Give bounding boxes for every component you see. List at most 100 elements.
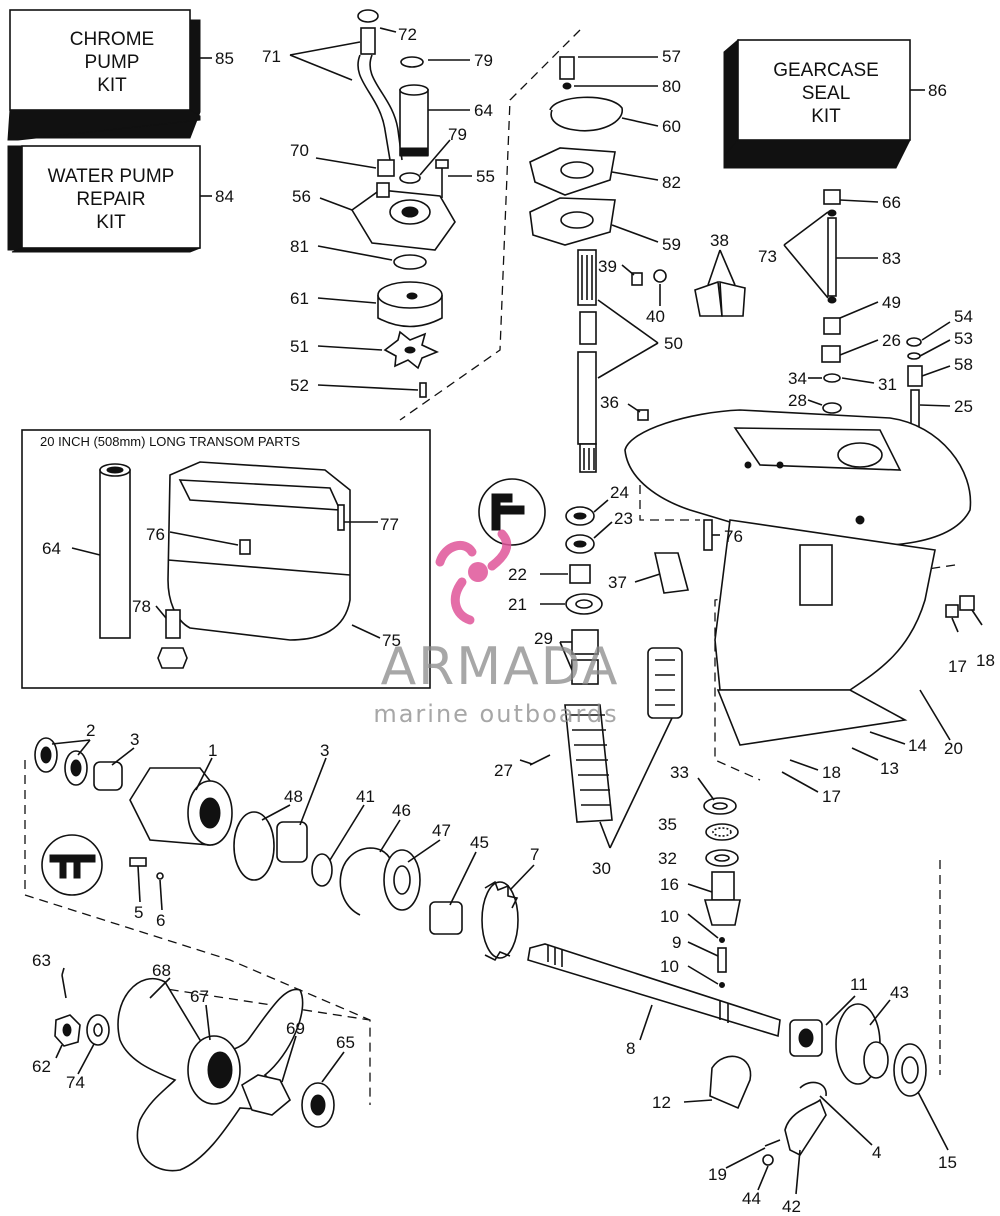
chrome-pump-kit-line-3: KIT <box>97 75 127 96</box>
part-number-label: 15 <box>938 1153 957 1172</box>
part-number-label: 69 <box>286 1019 305 1038</box>
part-number-label: 60 <box>662 117 681 136</box>
part-number-label: 34 <box>788 369 807 388</box>
part-number-label: 59 <box>662 235 681 254</box>
part-number-label: 10 <box>660 907 679 926</box>
driveshaft-parts <box>529 56 746 473</box>
part-number-label: 78 <box>132 597 151 616</box>
part-number-label: 83 <box>882 249 901 268</box>
part-number-label: 62 <box>32 1057 51 1076</box>
part-number-label: 18 <box>822 763 841 782</box>
part-number-label: 6 <box>156 911 165 930</box>
part-number-label: 38 <box>710 231 729 250</box>
center-bearing-parts <box>478 478 975 685</box>
part-number-label: 18 <box>976 651 995 670</box>
part-number-label: 21 <box>508 595 527 614</box>
part-number-label: 47 <box>432 821 451 840</box>
part-number-label: 22 <box>508 565 527 584</box>
part-number-label: 53 <box>954 329 973 348</box>
part-number-label: 29 <box>534 629 553 648</box>
kit-box-water-pump-repair: WATER PUMP REPAIR KIT 84 <box>7 145 234 253</box>
propeller-parts <box>54 974 335 1172</box>
chrome-pump-kit-line-2: PUMP <box>85 52 140 73</box>
kit-box-chrome-pump: CHROME PUMP KIT 85 <box>7 9 234 141</box>
part-number-label: 72 <box>398 25 417 44</box>
gearcase-kit-line-3: KIT <box>811 106 841 127</box>
part-number-label: 37 <box>608 573 627 592</box>
part-number-label: 66 <box>882 193 901 212</box>
gearcase-kit-line-2: SEAL <box>802 83 851 104</box>
part-number-label: 61 <box>290 289 309 308</box>
water-pump-kit-line-1: WATER PUMP <box>48 166 175 187</box>
propshaft-parts <box>34 737 927 1166</box>
part-number-labels: 72 71 79 64 70 79 55 56 81 61 51 52 57 8… <box>32 25 995 1216</box>
part-number-label: 4 <box>872 1143 881 1162</box>
part-number-label: 65 <box>336 1033 355 1052</box>
part-number-label: 64 <box>474 101 493 120</box>
gearcase-kit-number: 86 <box>928 81 947 100</box>
part-number-label: 14 <box>908 736 927 755</box>
part-number-label: 1 <box>208 741 217 760</box>
part-number-label: 13 <box>880 759 899 778</box>
water-pump-kit-number: 84 <box>215 187 234 206</box>
part-number-label: 12 <box>652 1093 671 1112</box>
part-number-label: 36 <box>600 393 619 412</box>
part-number-label: 46 <box>392 801 411 820</box>
part-number-label: 16 <box>660 875 679 894</box>
gearcase-kit-line-1: GEARCASE <box>773 60 879 81</box>
part-number-label: 67 <box>190 987 209 1006</box>
part-number-label: 24 <box>610 483 629 502</box>
water-screens <box>529 647 683 823</box>
part-number-label: 74 <box>66 1073 85 1092</box>
part-number-label: 77 <box>380 515 399 534</box>
part-number-label: 25 <box>954 397 973 416</box>
water-pump-kit-line-3: KIT <box>96 212 126 233</box>
part-number-label: 32 <box>658 849 677 868</box>
kit-box-gearcase-seal: GEARCASE SEAL KIT 86 <box>723 38 947 169</box>
part-number-label: 58 <box>954 355 973 374</box>
part-number-label: 31 <box>878 375 897 394</box>
part-number-label: 40 <box>646 307 665 326</box>
part-number-label: 64 <box>42 539 61 558</box>
shift-rod-parts <box>821 189 923 441</box>
watermark-logo <box>435 529 512 625</box>
part-number-label: 45 <box>470 833 489 852</box>
part-number-label: 80 <box>662 77 681 96</box>
part-number-label: 42 <box>782 1197 801 1216</box>
part-number-label: 8 <box>626 1039 635 1058</box>
part-number-label: 63 <box>32 951 51 970</box>
part-number-label: 7 <box>530 845 539 864</box>
part-number-label: 68 <box>152 961 171 980</box>
part-number-label: 3 <box>320 741 329 760</box>
part-number-label: 17 <box>822 787 841 806</box>
part-number-label: 71 <box>262 47 281 66</box>
part-number-label: 51 <box>290 337 309 356</box>
part-number-label: 79 <box>474 51 493 70</box>
part-number-label: 75 <box>382 631 401 650</box>
part-number-label: 26 <box>882 331 901 350</box>
part-number-label: 41 <box>356 787 375 806</box>
part-number-label: 3 <box>130 730 139 749</box>
chrome-pump-kit-line-1: CHROME <box>70 29 154 50</box>
part-number-label: 44 <box>742 1189 761 1208</box>
part-number-label: 43 <box>890 983 909 1002</box>
part-number-label: 11 <box>850 975 868 994</box>
part-number-label: 79 <box>448 125 467 144</box>
part-number-label: 76 <box>146 525 165 544</box>
watermark-brand: ARMADA <box>381 637 620 697</box>
part-number-label: 30 <box>592 859 611 878</box>
chrome-pump-kit-number: 85 <box>215 49 234 68</box>
part-number-label: 54 <box>954 307 973 326</box>
watermark-tagline: marine outboards <box>373 700 618 728</box>
part-number-label: 19 <box>708 1165 727 1184</box>
transom-box-title: 20 INCH (508mm) LONG TRANSOM PARTS <box>40 434 300 449</box>
part-number-label: 70 <box>290 141 309 160</box>
water-pump-parts <box>350 9 456 398</box>
part-number-label: 27 <box>494 761 513 780</box>
watermark: ARMADA marine outboards <box>373 529 620 728</box>
part-number-label: 35 <box>658 815 677 834</box>
part-number-label: 20 <box>944 739 963 758</box>
long-transom-box: 20 INCH (508mm) LONG TRANSOM PARTS <box>21 429 431 689</box>
part-number-label: 9 <box>672 933 681 952</box>
